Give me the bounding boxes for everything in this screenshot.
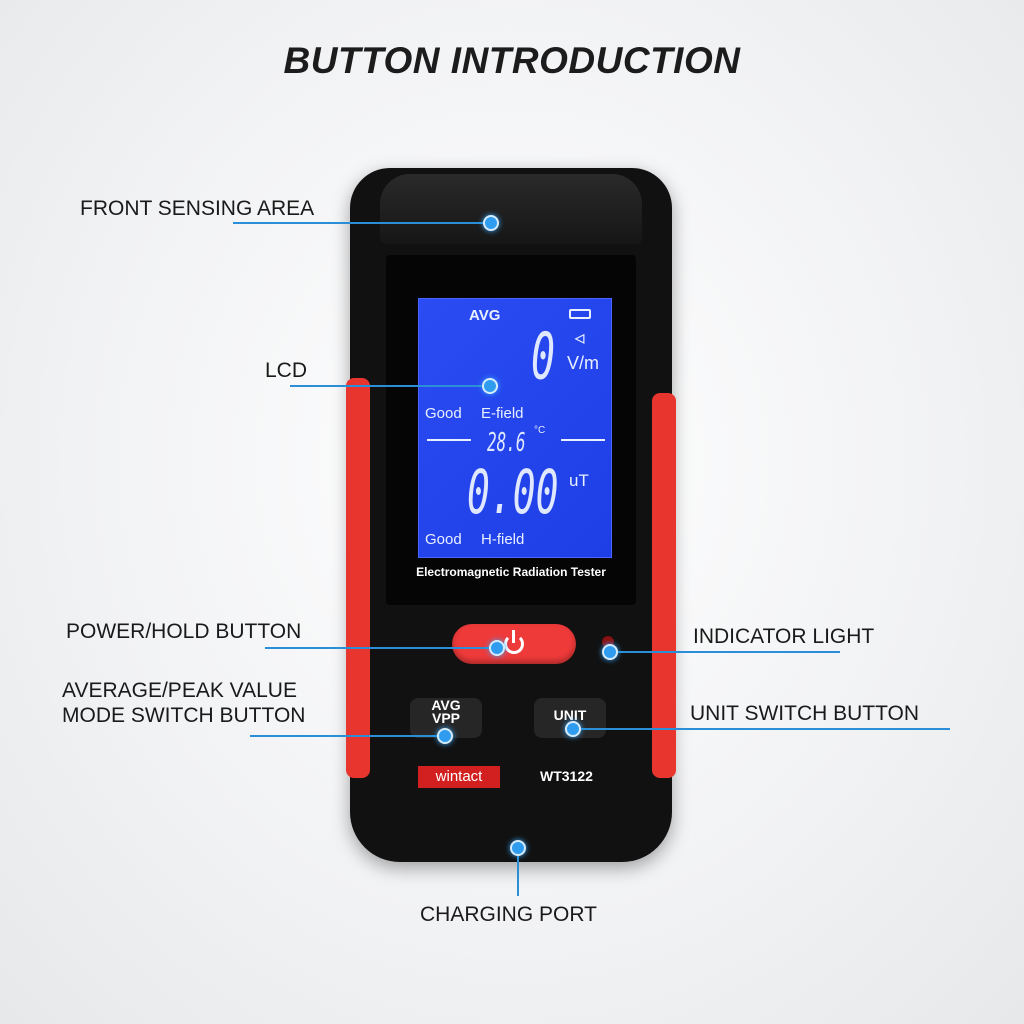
leader-power [265,647,497,649]
power-hold-button[interactable] [452,624,576,664]
marker-power [489,640,505,656]
speaker-icon: ◁ [575,331,585,345]
marker-front-sensing [483,215,499,231]
e-field-unit: V/m [567,353,600,373]
label-avg-peak-2: MODE SWITCH BUTTON [62,704,306,727]
brand-logo: wintact [418,766,500,788]
e-field-status: Good [425,405,462,422]
leader-lcd [290,385,490,387]
leader-avg-peak [250,735,445,737]
label-lcd: LCD [265,359,308,382]
label-avg-peak-1: AVERAGE/PEAK VALUE [62,679,297,702]
marker-unit [565,721,581,737]
lcd-screen: AVG 0 ◁ V/m Good E-field 28.6 °C 0.00 uT… [418,298,612,558]
marker-charging [510,840,526,856]
marker-lcd [482,378,498,394]
temperature-value: 28.6 [487,427,526,458]
model-number: WT3122 [540,768,593,784]
leader-charging [517,848,519,896]
device-caption: Electromagnetic Radiation Tester [416,565,606,579]
label-indicator-light: INDICATOR LIGHT [693,625,875,648]
unit-button-label: UNIT [553,707,587,723]
power-icon [504,634,524,654]
label-charging-port: CHARGING PORT [420,903,597,926]
power-icon-bar [512,630,515,643]
emf-tester-device: AVG 0 ◁ V/m Good E-field 28.6 °C 0.00 uT… [346,168,676,862]
leader-front-sensing [233,222,491,224]
right-red-grip [652,393,676,778]
e-field-label: E-field [481,405,524,422]
temperature-unit: °C [534,425,546,436]
left-red-grip [346,378,370,778]
page-title: BUTTON INTRODUCTION [283,40,741,81]
label-unit-switch: UNIT SWITCH BUTTON [690,702,920,725]
label-front-sensing-area: FRONT SENSING AREA [80,197,315,220]
marker-indicator [602,644,618,660]
screen-bezel: AVG 0 ◁ V/m Good E-field 28.6 °C 0.00 uT… [386,255,636,605]
avg-button-label: AVG [431,697,461,713]
h-field-value: 0.00 [467,457,559,528]
h-field-label: H-field [481,531,525,548]
divider-left [427,439,471,441]
front-sensing-area [380,174,642,244]
vpp-button-label: VPP [431,710,460,726]
h-field-unit: uT [569,471,589,490]
e-field-value: 0 [531,321,556,395]
lcd-mode: AVG [469,307,501,324]
leader-indicator [610,651,840,653]
label-power-hold: POWER/HOLD BUTTON [66,620,302,643]
leader-unit [573,728,950,730]
unit-button[interactable]: UNIT [534,698,606,738]
marker-avg-peak [437,728,453,744]
divider-right [561,439,605,441]
battery-icon [569,309,591,319]
h-field-status: Good [425,531,462,548]
